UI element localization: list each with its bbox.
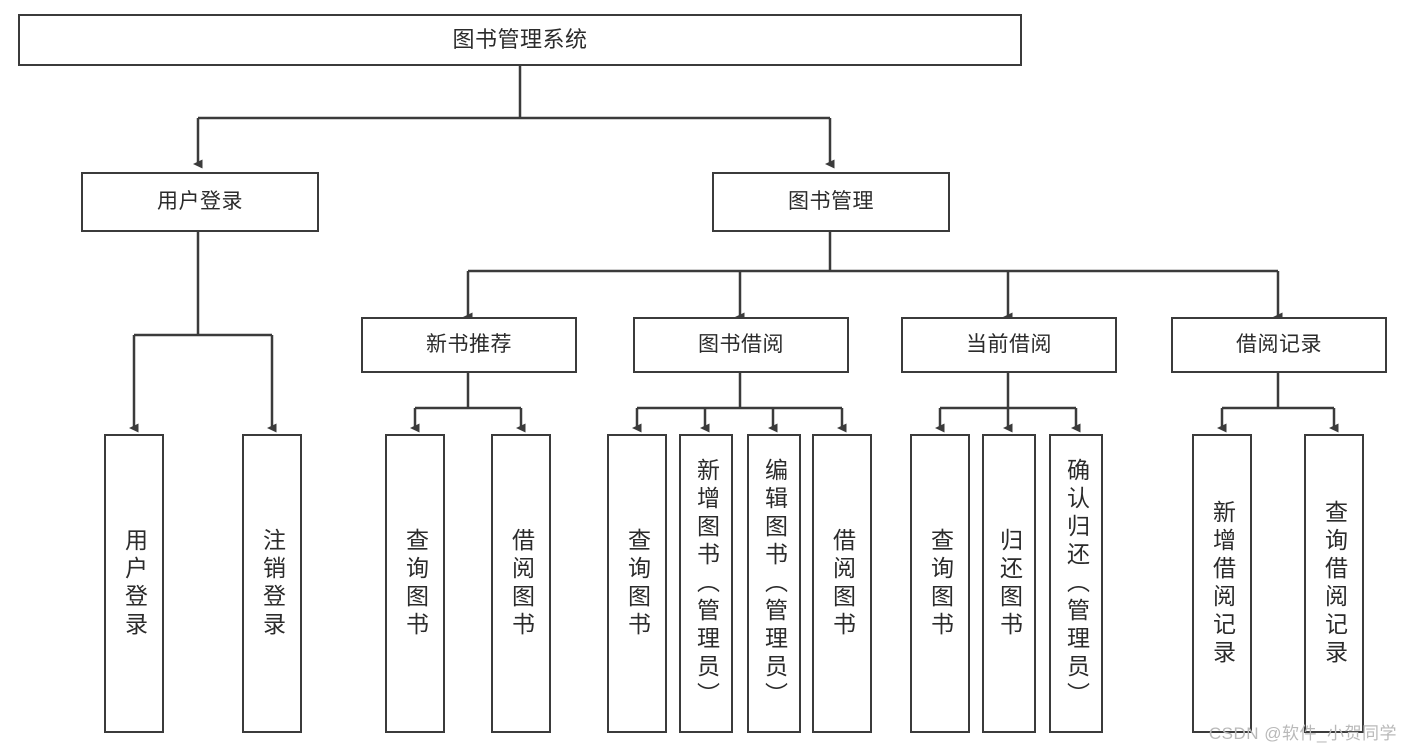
leaf-return-book[interactable]: 归还图书 (982, 434, 1036, 733)
node-label: 图书管理 (788, 189, 874, 213)
leaf-query-borrow-record[interactable]: 查询借阅记录 (1304, 434, 1364, 733)
node-label: 借阅图书 (508, 527, 535, 640)
leaf-edit-book-admin[interactable]: 编辑图书（管理员） (747, 434, 801, 733)
node-label: 借阅记录 (1236, 332, 1322, 356)
leaf-confirm-return-admin[interactable]: 确认归还（管理员） (1049, 434, 1103, 733)
node-label: 新书推荐 (426, 332, 512, 356)
node-label: 用户登录 (157, 189, 243, 213)
node-label: 注销登录 (259, 527, 286, 640)
node-label: 确认归还（管理员） (1063, 457, 1090, 710)
node-root-book-management-system[interactable]: 图书管理系统 (18, 14, 1022, 66)
leaf-add-borrow-record[interactable]: 新增借阅记录 (1192, 434, 1252, 733)
leaf-user-login[interactable]: 用户登录 (104, 434, 164, 733)
node-label: 查询图书 (624, 527, 651, 640)
node-label: 查询图书 (402, 527, 429, 640)
node-label: 图书管理系统 (452, 27, 588, 53)
node-label: 借阅图书 (829, 527, 856, 640)
leaf-query-book-borrow[interactable]: 查询图书 (607, 434, 667, 733)
node-label: 编辑图书（管理员） (761, 457, 788, 710)
node-label: 查询图书 (927, 527, 954, 640)
node-book-borrow[interactable]: 图书借阅 (633, 317, 849, 373)
node-user-login[interactable]: 用户登录 (81, 172, 319, 232)
leaf-borrow-book[interactable]: 借阅图书 (812, 434, 872, 733)
leaf-query-book-current[interactable]: 查询图书 (910, 434, 970, 733)
node-label: 归还图书 (996, 527, 1023, 640)
node-book-management[interactable]: 图书管理 (712, 172, 950, 232)
node-current-borrow[interactable]: 当前借阅 (901, 317, 1117, 373)
node-label: 当前借阅 (966, 332, 1052, 356)
node-label: 图书借阅 (698, 332, 784, 356)
node-label: 用户登录 (121, 527, 148, 640)
node-label: 新增图书（管理员） (693, 457, 720, 710)
node-new-book-recommend[interactable]: 新书推荐 (361, 317, 577, 373)
leaf-query-book-recommend[interactable]: 查询图书 (385, 434, 445, 733)
leaf-add-book-admin[interactable]: 新增图书（管理员） (679, 434, 733, 733)
watermark: CSDN @软件_小贺同学 (1208, 724, 1397, 743)
node-label: 查询借阅记录 (1321, 499, 1348, 668)
leaf-borrow-book-recommend[interactable]: 借阅图书 (491, 434, 551, 733)
node-borrow-record[interactable]: 借阅记录 (1171, 317, 1387, 373)
leaf-logout-login[interactable]: 注销登录 (242, 434, 302, 733)
node-label: 新增借阅记录 (1209, 499, 1236, 668)
